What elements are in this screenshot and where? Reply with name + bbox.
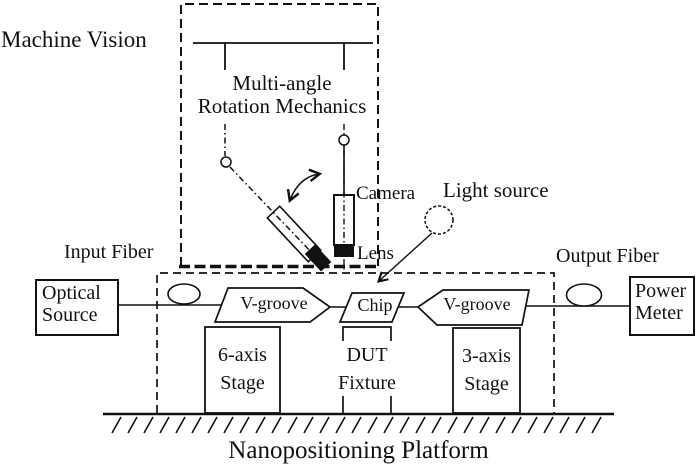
v-groove-right-label: V-groove (443, 294, 511, 314)
stage-3axis-label: 3-axis Stage (462, 345, 511, 395)
rotation-mechanics-label: Multi-angle Rotation Mechanics (197, 71, 367, 119)
light-source-symbol (424, 205, 454, 235)
light-source-arrow (376, 232, 433, 283)
camera-lens (334, 244, 354, 257)
dut-fixture-frame (342, 326, 392, 414)
rotation-arrow (286, 168, 323, 203)
input-fiber-loop (167, 283, 201, 305)
dut-fixture-label: DUT Fixture (338, 344, 396, 394)
stage-6axis-label: 6-axis Stage (218, 344, 267, 394)
optical-source-label: Optical Source (42, 282, 101, 326)
machine-vision-enclosure (180, 3, 379, 266)
chip-shape (338, 292, 406, 323)
hatching (111, 416, 602, 434)
pivot-right (338, 134, 350, 146)
input-fiber-label: Input Fiber (64, 241, 154, 263)
platform-enclosure (156, 272, 555, 413)
camera-assembly (333, 124, 355, 272)
v-groove-right-shape (416, 289, 531, 326)
rotation-arm-left (220, 124, 332, 272)
chip-label: Chip (357, 295, 393, 315)
machine-vision-label: Machine Vision (1, 27, 147, 52)
light-source-label: Light source (443, 178, 549, 202)
v-groove-left-shape (213, 287, 332, 323)
angled-scope-tip (304, 244, 332, 272)
rotation-gantry (193, 42, 373, 70)
v-groove-left-label: V-groove (240, 293, 308, 313)
lens-label: Lens (357, 243, 394, 264)
camera-label: Camera (356, 183, 416, 204)
output-fiber-loop (565, 283, 603, 307)
power-meter-box (629, 276, 695, 336)
power-meter-label: Power Meter (635, 280, 687, 324)
output-fiber-label: Output Fiber (556, 245, 659, 267)
platform-label: Nanopositioning Platform (228, 437, 489, 464)
optical-source-box (35, 279, 119, 336)
pivot-left (220, 156, 232, 168)
